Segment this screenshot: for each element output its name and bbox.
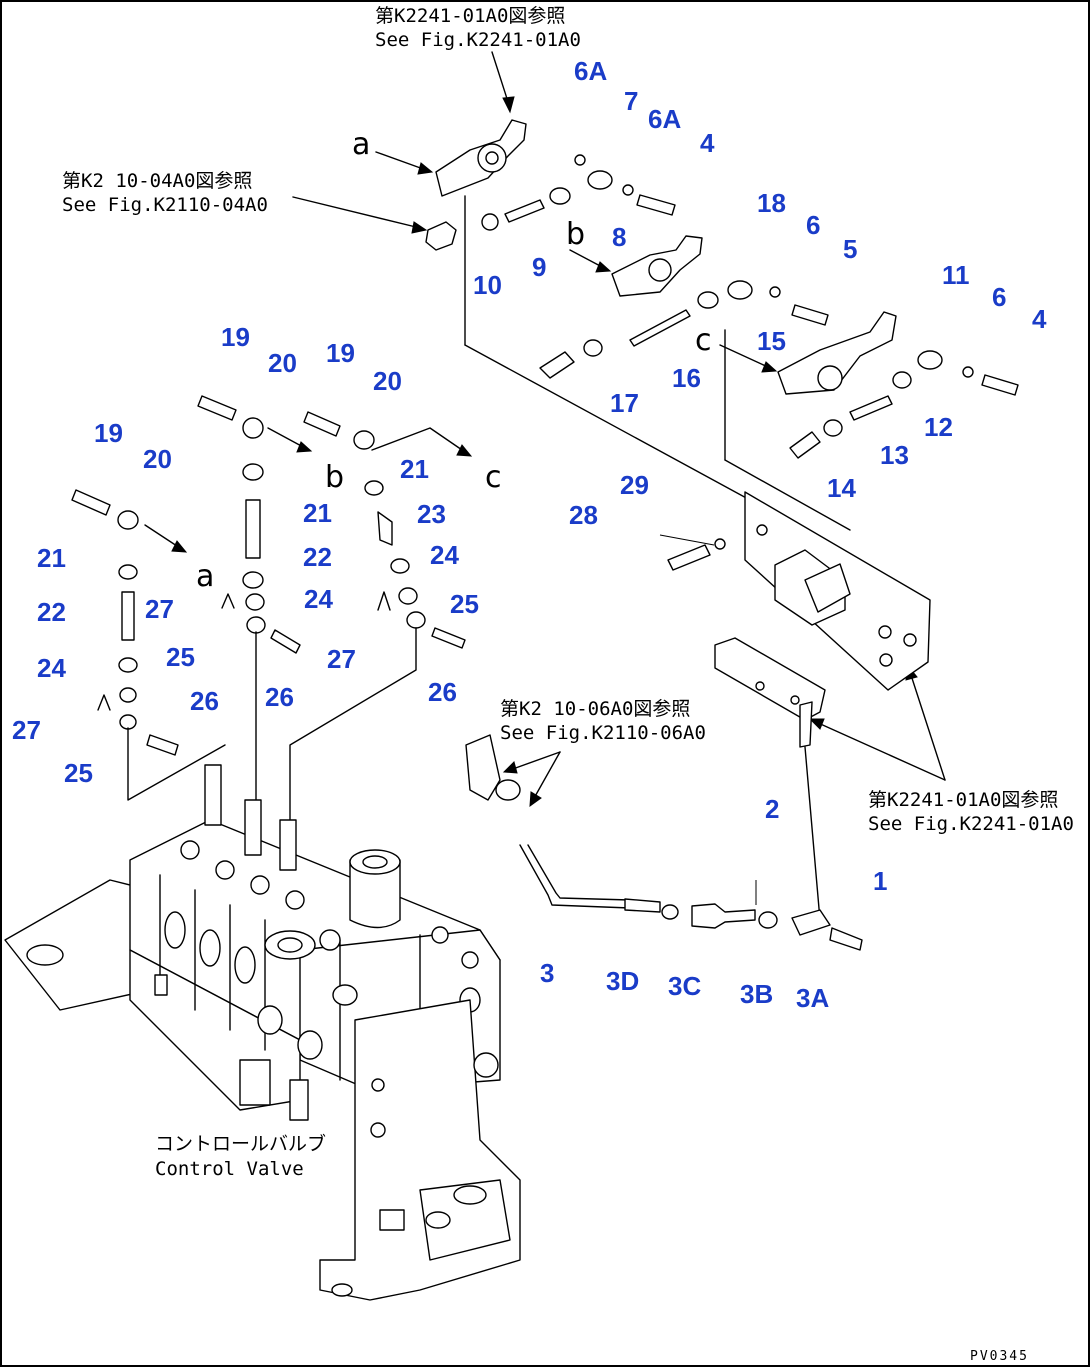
callout-6-b: 6 (992, 282, 1006, 312)
reference-note-top: 第K2241-01A0図参照 See Fig.K2241-01A0 (375, 5, 581, 51)
callout-24-a: 24 (430, 540, 459, 570)
rubber-stop (465, 734, 501, 801)
drawing-code: PV0345 (970, 1349, 1029, 1364)
callout-11: 11 (942, 260, 970, 290)
callout-4-top: 4 (700, 128, 715, 158)
rod-16 (629, 309, 691, 347)
callout-21-c: 21 (37, 543, 66, 573)
reference-note-right: 第K2241-01A0図参照 See Fig.K2241-01A0 (868, 789, 1074, 835)
callout-24-b: 24 (304, 584, 333, 614)
ref-left-jp: 第K2 10-04A0図参照 (62, 170, 252, 192)
callout-16: 16 (672, 363, 701, 393)
callout-20-a: 20 (268, 348, 297, 378)
callout-26-c: 26 (190, 686, 219, 716)
callout-27-a: 27 (145, 594, 174, 624)
callout-22-a: 22 (303, 542, 332, 572)
callout-13: 13 (880, 440, 909, 470)
callout-7: 7 (624, 86, 638, 116)
callout-17: 17 (610, 388, 639, 418)
ref-top-jp: 第K2241-01A0図参照 (375, 5, 565, 27)
ref-top-en: See Fig.K2241-01A0 (375, 29, 581, 51)
ref-left-en: See Fig.K2110-04A0 (62, 194, 268, 216)
valve-flange (4, 879, 151, 1011)
callout-18: 18 (757, 188, 786, 218)
callout-2: 2 (765, 794, 779, 824)
callout-27-c: 27 (12, 715, 41, 745)
callout-27-b: 27 (327, 644, 356, 674)
callouts: 1 2 3 3A 3B 3C 3D 4 4 4 5 6 6 6A 6A 7 8 … (12, 56, 1047, 1013)
control-valve-en: Control Valve (155, 1158, 304, 1180)
callout-24-c: 24 (37, 653, 66, 683)
view-letter-b-left: b (325, 460, 344, 495)
callout-21-b: 21 (303, 498, 332, 528)
ref-right-en: See Fig.K2241-01A0 (868, 813, 1074, 835)
control-valve-jp: コントロールバルブ (155, 1132, 326, 1155)
callout-28: 28 (569, 500, 598, 530)
reference-note-left: 第K2 10-04A0図参照 See Fig.K2110-04A0 (62, 170, 268, 216)
callout-23: 23 (417, 499, 446, 529)
callout-19-a: 19 (221, 322, 250, 352)
ref-middle-jp: 第K2 10-06A0図参照 (500, 698, 690, 720)
callout-25-a: 25 (450, 589, 479, 619)
leader-lines (144, 51, 946, 808)
callout-3A: 3A (796, 983, 829, 1013)
clevis-3C (691, 903, 756, 929)
control-valve (4, 764, 521, 1301)
view-letter-a-top: a (352, 127, 370, 162)
rod-3 (519, 844, 631, 909)
callout-29: 29 (620, 470, 649, 500)
callout-25-b: 25 (166, 642, 195, 672)
callout-3C: 3C (668, 971, 701, 1001)
callout-15: 15 (757, 326, 786, 356)
callout-6A-b: 6A (648, 104, 681, 134)
callout-6-a: 6 (806, 210, 820, 240)
callout-3B: 3B (740, 979, 773, 1009)
callout-22-b: 22 (37, 597, 66, 627)
view-letter-c-left: c (485, 460, 502, 495)
ref-right-jp: 第K2241-01A0図参照 (868, 789, 1058, 811)
callout-10: 10 (473, 270, 502, 300)
control-valve-label: コントロールバルブ Control Valve (155, 1132, 326, 1180)
callout-3D: 3D (606, 966, 639, 996)
callout-3: 3 (540, 958, 554, 988)
callout-19-c: 19 (94, 418, 123, 448)
callout-12: 12 (924, 412, 953, 442)
upper-lever-assembly (425, 119, 1019, 531)
clevis-3A (791, 909, 831, 936)
reference-note-middle: 第K2 10-06A0図参照 See Fig.K2110-06A0 (500, 698, 706, 744)
callout-26-a: 26 (265, 682, 294, 712)
ref-middle-en: See Fig.K2110-06A0 (500, 722, 706, 744)
callout-21-a: 21 (400, 454, 429, 484)
callout-6A-a: 6A (574, 56, 607, 86)
callout-9: 9 (532, 252, 546, 282)
view-letter-b-top: b (566, 217, 585, 252)
callout-25-c: 25 (64, 758, 93, 788)
callout-5: 5 (843, 234, 857, 264)
view-letter-a-left: a (196, 559, 214, 594)
callout-19-b: 19 (326, 338, 355, 368)
callout-8: 8 (612, 222, 626, 252)
callout-20-c: 20 (143, 444, 172, 474)
callout-20-b: 20 (373, 366, 402, 396)
mounting-plate-assembly (667, 491, 931, 921)
lever-c (777, 311, 897, 395)
callout-4-right: 4 (1032, 304, 1047, 334)
callout-26-b: 26 (428, 677, 457, 707)
view-letter-c-top: c (695, 323, 712, 358)
left-joint-hardware (71, 395, 466, 861)
pedal-rod-assembly (465, 734, 863, 951)
callout-1: 1 (873, 866, 887, 896)
bracket-ref (425, 221, 457, 251)
callout-14: 14 (827, 473, 856, 503)
